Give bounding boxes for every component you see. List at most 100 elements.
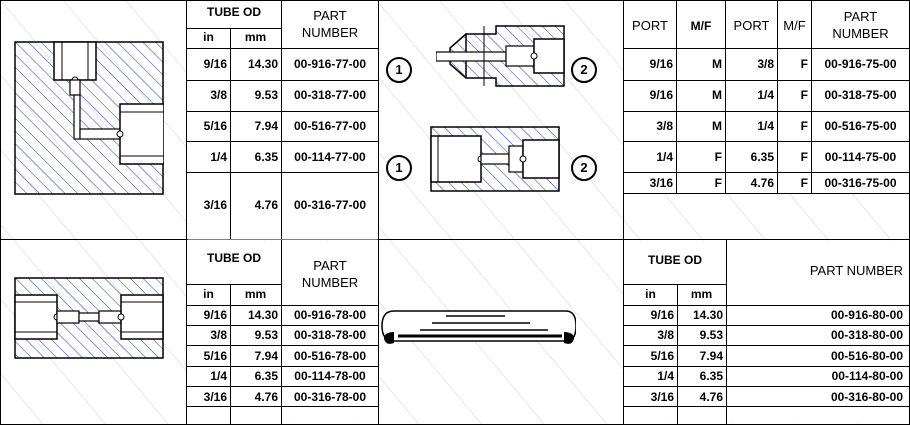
col-header-in: in xyxy=(203,287,214,301)
callout-port-2: 2 xyxy=(571,155,597,181)
cell-part-number: 00-316-78-00 xyxy=(293,390,367,404)
cell-mf-1: F xyxy=(714,150,722,164)
cell-mm: 6.35 xyxy=(254,150,278,164)
cell-in: 3/8 xyxy=(657,328,674,342)
col-header-number: NUMBER xyxy=(301,25,359,40)
cell-part-number: 00-318-80-00 xyxy=(830,328,903,342)
cell-part-number: 00-318-78-00 xyxy=(293,328,367,342)
col-header-number: NUMBER xyxy=(301,275,359,290)
col-header-tube-od: TUBE OD xyxy=(207,5,261,19)
col-header-part: PART xyxy=(843,9,878,24)
port-adapter-male-drawing xyxy=(436,25,565,87)
col-header-mm: mm xyxy=(244,30,267,44)
col-header-port-1: PORT xyxy=(632,18,668,33)
cell-mm: 6.35 xyxy=(254,369,278,383)
cell-mm: 9.53 xyxy=(254,88,278,102)
col-header-part-number: PART NUMBER xyxy=(809,263,903,278)
cell-mm: 6.35 xyxy=(699,369,723,383)
cell-part-number: 00-516-75-00 xyxy=(824,119,897,133)
cell-part-number: 00-916-75-00 xyxy=(824,57,897,71)
cell-mm: 4.76 xyxy=(254,390,278,404)
cell-in: 1/4 xyxy=(210,150,227,164)
col-header-mm: mm xyxy=(690,287,713,301)
cell-in: 1/4 xyxy=(210,369,227,383)
col-header-in: in xyxy=(203,30,214,44)
cell-part-number: 00-318-75-00 xyxy=(824,88,897,102)
cell-mm: 7.94 xyxy=(254,349,278,363)
cell-mm: 4.76 xyxy=(254,198,278,212)
col-header-tube-od: TUBE OD xyxy=(648,253,702,267)
cell-part-number: 00-316-77-00 xyxy=(293,198,367,212)
cell-port-2: 6.35 xyxy=(750,150,774,164)
col-header-part: PART xyxy=(313,258,347,273)
cell-in: 3/8 xyxy=(210,88,227,102)
cell-part-number: 00-516-77-00 xyxy=(293,119,367,133)
cell-part-number: 00-916-77-00 xyxy=(293,57,367,71)
cell-part-number: 00-916-78-00 xyxy=(293,308,367,322)
cell-part-number: 00-916-80-00 xyxy=(830,308,903,322)
cell-port-1: 3/16 xyxy=(649,176,673,190)
cell-mf-1: M xyxy=(712,88,722,102)
cell-mf-2: F xyxy=(800,57,808,71)
cell-mf-2: F xyxy=(800,176,808,190)
cell-mm: 4.76 xyxy=(699,390,723,404)
cell-mm: 7.94 xyxy=(254,119,278,133)
cell-port-1: 1/4 xyxy=(656,150,673,164)
tee-fitting-section-drawing xyxy=(14,41,164,195)
cell-port-1: 9/16 xyxy=(649,57,673,71)
cell-part-number: 00-114-77-00 xyxy=(294,150,366,164)
cell-in: 1/4 xyxy=(657,369,674,383)
cell-in: 9/16 xyxy=(203,308,227,322)
cell-port-2: 1/4 xyxy=(757,119,774,133)
cell-in: 3/8 xyxy=(210,328,227,342)
cell-mf-2: F xyxy=(800,150,808,164)
cell-port-1: 9/16 xyxy=(649,88,673,102)
cell-part-number: 00-114-80-00 xyxy=(831,369,903,383)
cell-part-number: 00-114-78-00 xyxy=(294,369,366,383)
callout-port-2: 2 xyxy=(571,57,597,83)
callout-port-1: 1 xyxy=(386,57,412,83)
cell-in: 9/16 xyxy=(203,57,227,71)
cell-in: 5/16 xyxy=(203,349,227,363)
cell-in: 3/16 xyxy=(650,390,674,404)
cell-mf-1: M xyxy=(712,57,722,71)
cell-port-1: 3/8 xyxy=(656,119,673,133)
cell-in: 9/16 xyxy=(650,308,674,322)
col-header-number: NUMBER xyxy=(832,26,889,41)
col-header-mf-2: M/F xyxy=(783,18,806,33)
gasket-drawing xyxy=(381,310,576,344)
cell-part-number: 00-114-75-00 xyxy=(824,150,897,164)
col-header-in: in xyxy=(645,287,656,301)
col-header-port-2: PORT xyxy=(733,18,770,33)
cell-port-2: 4.76 xyxy=(750,176,774,190)
cell-mf-2: F xyxy=(800,119,808,133)
cell-mm: 14.30 xyxy=(247,57,278,71)
cell-in: 3/16 xyxy=(203,198,227,212)
port-adapter-female-drawing xyxy=(430,126,560,192)
cell-mm: 9.53 xyxy=(699,328,723,342)
col-header-tube-od: TUBE OD xyxy=(207,251,261,265)
union-section-drawing xyxy=(14,277,164,359)
callout-port-1: 1 xyxy=(386,155,412,181)
cell-part-number: 00-516-80-00 xyxy=(830,349,903,363)
cell-in: 5/16 xyxy=(650,349,674,363)
cell-mf-1: M xyxy=(712,119,722,133)
cell-in: 5/16 xyxy=(203,119,227,133)
col-header-mf-1: M/F xyxy=(690,19,712,33)
cell-port-2: 3/8 xyxy=(757,57,774,71)
cell-part-number: 00-316-75-00 xyxy=(824,176,897,190)
cell-in: 3/16 xyxy=(203,390,227,404)
cell-part-number: 00-318-77-00 xyxy=(293,88,367,102)
col-header-part: PART xyxy=(313,8,347,23)
cell-mf-2: F xyxy=(800,88,808,102)
cell-mm: 7.94 xyxy=(699,349,723,363)
cell-mm: 9.53 xyxy=(254,328,278,342)
cell-mm: 14.30 xyxy=(247,308,278,322)
cell-part-number: 00-516-78-00 xyxy=(293,349,367,363)
cell-part-number: 00-316-80-00 xyxy=(830,390,903,404)
cell-mf-1: F xyxy=(714,176,722,190)
cell-port-2: 1/4 xyxy=(757,88,774,102)
col-header-mm: mm xyxy=(244,287,267,301)
cell-mm: 14.30 xyxy=(692,308,723,322)
